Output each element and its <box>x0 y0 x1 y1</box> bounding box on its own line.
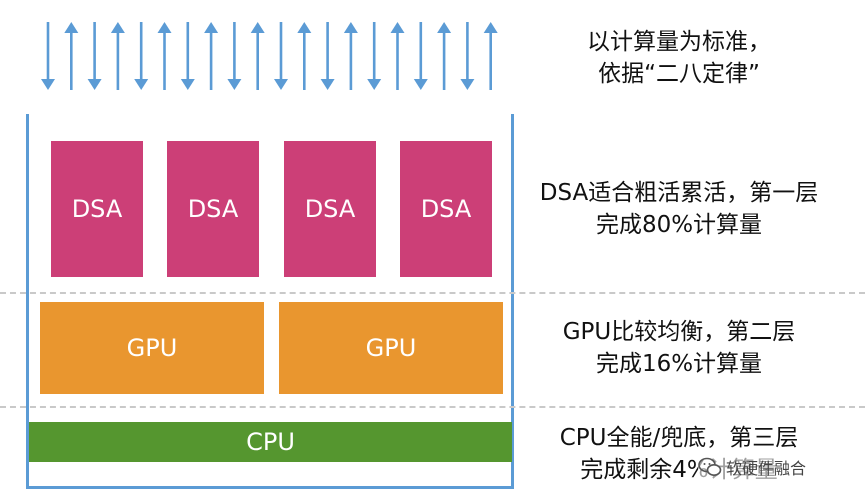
label-gpu-line1: GPU比较均衡，第二层 <box>562 319 796 345</box>
label-gpu: GPU比较均衡，第二层 完成16%计算量 <box>518 316 840 380</box>
dsa-block: DSA <box>167 141 259 277</box>
arrow-down-icon <box>460 22 475 90</box>
gpu-block-label: GPU <box>365 334 417 362</box>
label-dsa: DSA适合粗活累活，第一层 完成80%计算量 <box>518 177 840 241</box>
arrow-up-icon <box>437 22 452 90</box>
dsa-block: DSA <box>284 141 376 277</box>
dsa-block: DSA <box>400 141 492 277</box>
layer-divider-dsa-gpu <box>0 292 865 294</box>
dsa-block: DSA <box>51 141 143 277</box>
cpu-block-label: CPU <box>246 428 295 456</box>
arrow-down-icon <box>87 22 102 90</box>
arrow-up-icon <box>297 22 312 90</box>
gpu-block: GPU <box>40 302 264 394</box>
label-gpu-line2: 完成16%计算量 <box>595 351 763 377</box>
label-dsa-line2: 完成80%计算量 <box>595 212 763 238</box>
arrow-down-icon <box>274 22 288 90</box>
label-dsa-line1: DSA适合粗活累活，第一层 <box>539 180 819 206</box>
label-cpu-line1: CPU全能/兜底，第三层 <box>559 425 799 451</box>
cpu-block: CPU <box>29 422 512 462</box>
layer-divider-gpu-cpu <box>0 406 865 408</box>
watermark-text: 软硬件融合 <box>726 459 807 478</box>
arrow-up-icon <box>110 22 125 90</box>
arrow-up-icon <box>343 22 358 90</box>
arrow-down-icon <box>180 22 195 90</box>
system-frame <box>26 114 514 489</box>
arrow-down-icon <box>41 22 55 90</box>
bidirectional-arrows <box>41 22 498 90</box>
arrow-down-icon <box>227 22 242 90</box>
arrow-down-icon <box>134 22 149 90</box>
gpu-block: GPU <box>279 302 503 394</box>
wechat-icon <box>698 457 722 476</box>
arrow-up-icon <box>157 22 172 90</box>
label-top: 以计算量为标准， 依据“二八定律” <box>518 26 840 90</box>
arrow-up-icon <box>390 22 405 90</box>
dsa-block-label: DSA <box>420 195 472 223</box>
arrow-up-icon <box>204 22 219 90</box>
arrow-up-icon <box>250 22 265 90</box>
arrow-up-icon <box>483 22 498 90</box>
arrow-down-icon <box>320 22 335 90</box>
dsa-block-label: DSA <box>71 195 123 223</box>
watermark: 软硬件融合 <box>698 452 844 482</box>
dsa-block-label: DSA <box>187 195 239 223</box>
arrow-up-icon <box>64 22 79 90</box>
arrow-down-icon <box>367 22 382 90</box>
label-top-line2: 依据“二八定律” <box>598 61 760 87</box>
label-top-line1: 以计算量为标准， <box>587 29 771 55</box>
gpu-block-label: GPU <box>126 334 178 362</box>
dsa-block-label: DSA <box>304 195 356 223</box>
arrow-down-icon <box>413 22 428 90</box>
